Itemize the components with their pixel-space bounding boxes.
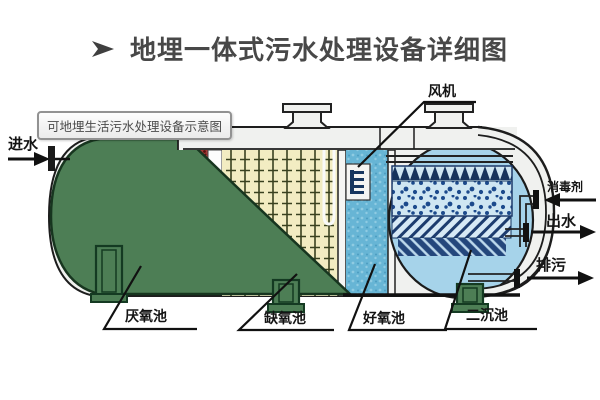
inclined-plates-upper [391,213,512,239]
air-diffuser [345,163,371,201]
inlet-label: 进水 [8,136,39,153]
aerobic-leader [347,263,447,332]
manhole-right [424,103,474,129]
tooltip-caption: 可地埋生活污水处理设备示意图 [37,111,233,140]
leader-lines [102,100,537,332]
support-leg-right [451,282,489,313]
manhole-left [282,103,332,129]
u-tube [322,150,336,226]
inclined-plates-lower [398,238,506,256]
sedimentation-leader [443,249,537,331]
fan-label: 风机 [428,83,456,99]
support-leg-left [90,244,128,303]
inlet-pipe [8,146,70,171]
outlet-pipe [505,223,596,242]
divider-wall [337,149,347,297]
aerobic-zone-outline [391,165,513,217]
aerobic-tank-label: 好氧池 [363,310,405,326]
anaerobic-tank-label: 厌氧池 [125,308,167,324]
aerobic-media [392,180,512,216]
page-title: 地埋一体式污水处理设备详细图 [0,30,600,67]
disinfectant-label: 消毒剂 [547,180,584,194]
page-title-text: 地埋一体式污水处理设备详细图 [129,35,508,65]
anaerobic-leader [102,265,197,331]
drain-label: 排污 [536,257,567,274]
anoxic-leader [236,273,334,332]
air-header-pipe [386,155,513,163]
aeration-band [391,165,513,182]
sedimentation-tank-label: 二沉池 [466,307,508,323]
fan-leader [357,100,476,168]
title-arrow-icon [91,40,114,57]
anoxic-tank-label: 缺氧池 [264,310,306,326]
outlet-label: 出水 [546,213,577,230]
drain-pipe [468,269,594,288]
